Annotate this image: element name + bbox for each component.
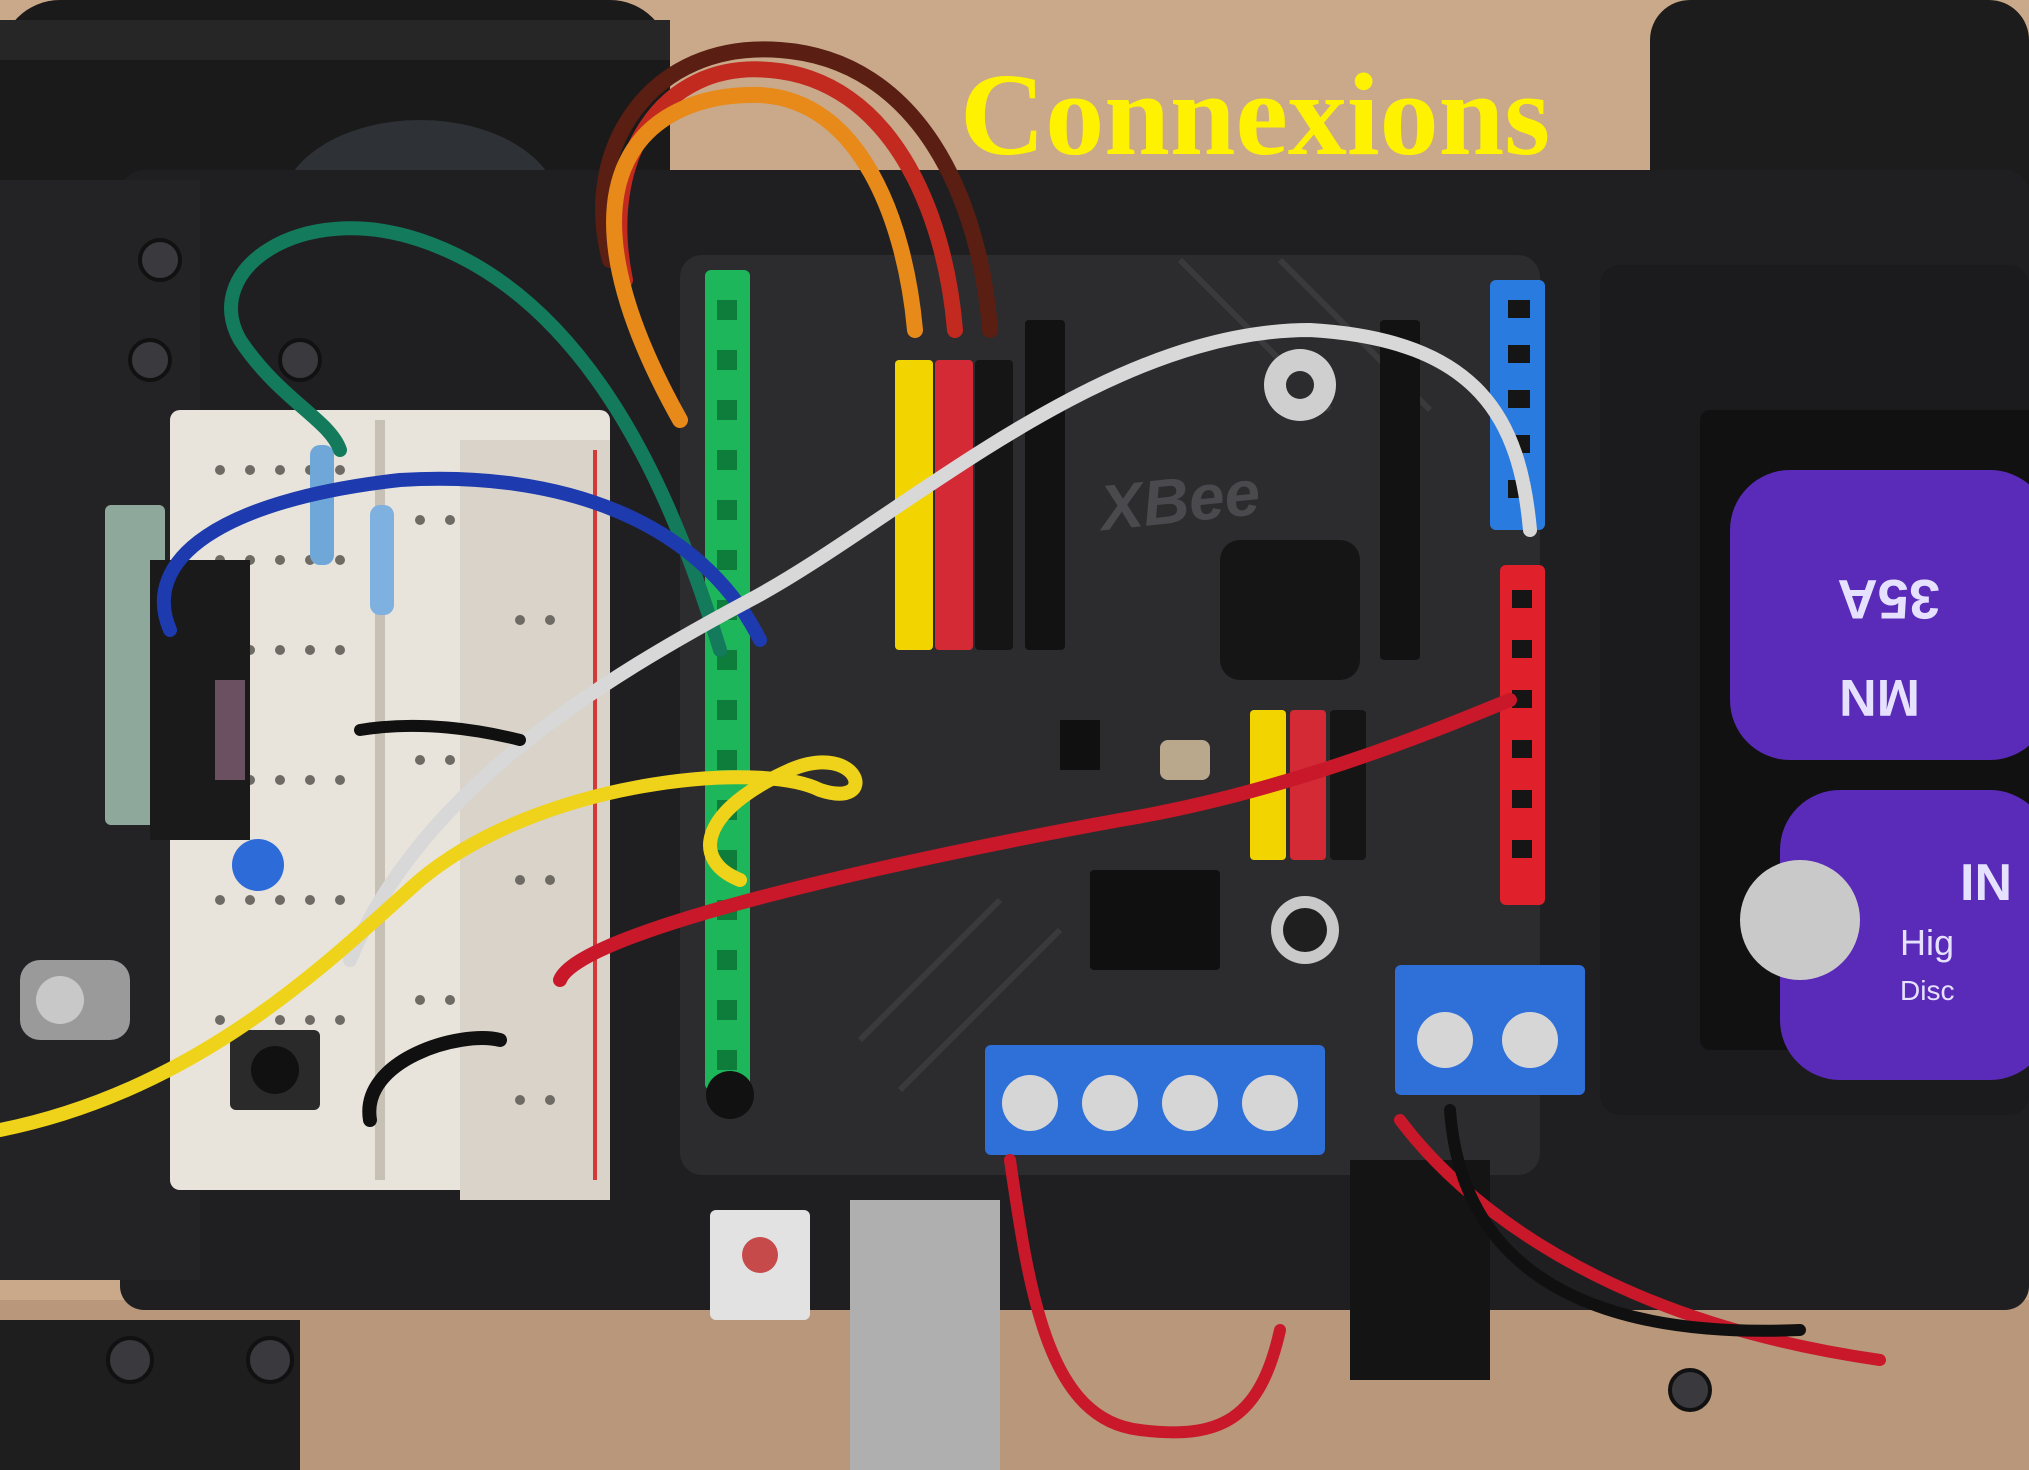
led-blue (232, 839, 284, 891)
wire-blue (156, 471, 767, 647)
wires (0, 41, 1886, 1439)
terminal-block-4 (985, 1045, 1325, 1155)
battery-label-disc: Disc (1900, 975, 1954, 1006)
wire-black-2 (354, 719, 526, 746)
mount-hole (706, 1071, 754, 1119)
wire-red (553, 693, 1517, 987)
battery-1 (1730, 470, 2029, 760)
header-yellow (895, 360, 933, 650)
resistor-2 (370, 505, 394, 615)
header-red-side (1500, 565, 1545, 905)
wire-servo-orange (606, 86, 923, 428)
wire-red-usb (1004, 1154, 1286, 1439)
header-black (975, 360, 1013, 650)
xbee-socket (1220, 540, 1360, 680)
push-button-cap (251, 1046, 299, 1094)
terminal-block-2 (1395, 965, 1585, 1095)
small-chip (1060, 720, 1100, 770)
header-side-pins (1508, 300, 1532, 858)
usb-port (850, 1200, 1000, 1470)
resistor-1 (310, 445, 334, 565)
wire-servo-brown (595, 41, 998, 338)
battery-label-in: IN (1960, 854, 2012, 912)
crystal (1160, 740, 1210, 780)
capacitor-top (1283, 908, 1327, 952)
header-red (935, 360, 973, 650)
header-black-2 (1025, 320, 1065, 650)
wire-red-battery (1394, 1114, 1886, 1366)
header-red-small (1290, 710, 1326, 860)
wire-green (224, 221, 727, 657)
battery-2 (1740, 790, 2029, 1080)
reset-button-icon (742, 1237, 778, 1273)
battery-label-35a: 35A (1837, 568, 1940, 631)
caption-connexions: Connexions (960, 49, 1551, 180)
header-black-small (1330, 710, 1366, 860)
header-black-3 (1380, 320, 1420, 660)
wire-black-battery (1444, 1104, 1806, 1337)
board-brand: XBee (1094, 456, 1264, 545)
battery-label-hig: Hig (1900, 922, 1954, 963)
wire-yellow (0, 755, 863, 1137)
hex-nut (20, 960, 130, 1040)
wire-black-1 (362, 1031, 507, 1127)
battery-label-mn: MN (1839, 668, 1920, 726)
sensor-module (105, 505, 250, 840)
wheel-bottom-left (0, 1320, 300, 1470)
gear-logo-icon (1264, 349, 1336, 421)
wire-white (343, 322, 1537, 967)
motor-driver-chip (1090, 870, 1220, 970)
